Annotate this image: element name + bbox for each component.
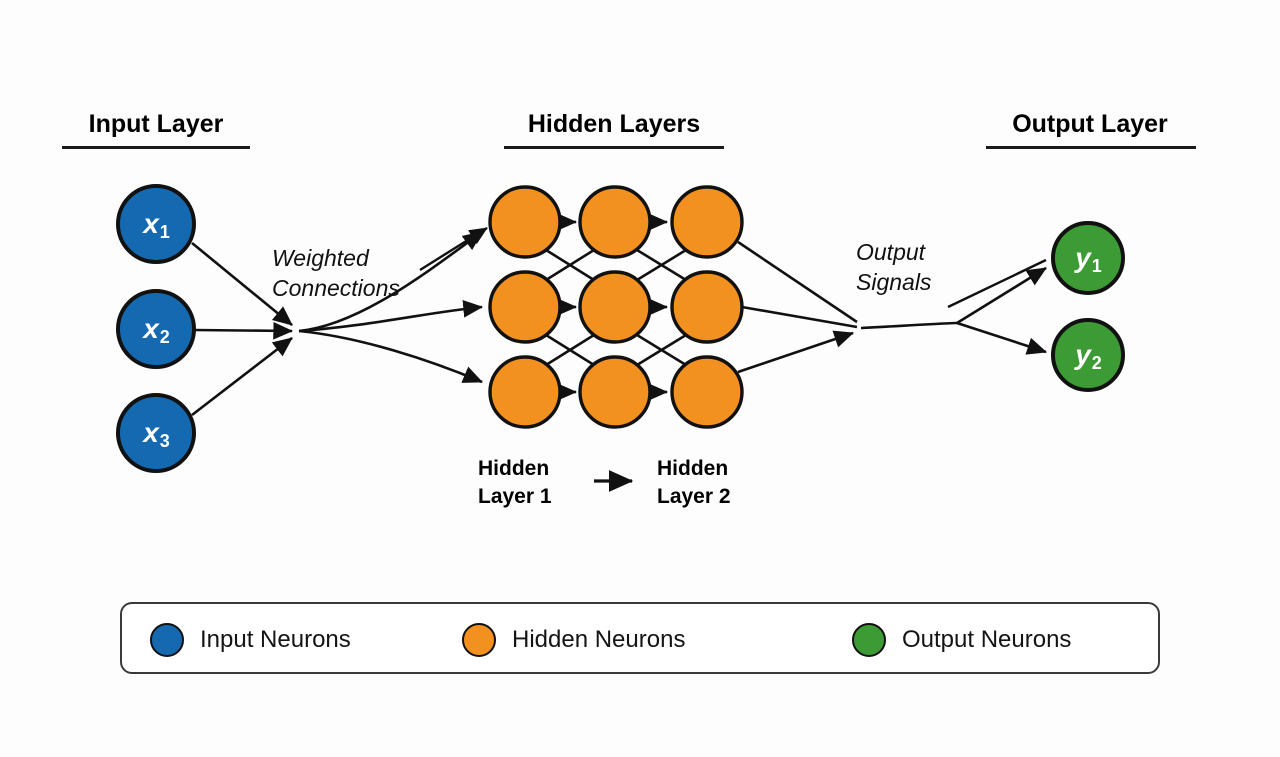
edge-junction-trunk [860,321,958,330]
edge-h12-h21 [545,248,595,282]
annotation-pointer-lines [419,226,1047,309]
hidden-node-c3-r3[interactable] [670,355,744,429]
hidden-layer-1-line1: Hidden [478,457,550,480]
legend-label-input: Input Neurons [200,626,351,653]
heading-output-layer: Output Layer [1012,110,1168,138]
output-signals-pointer-line [947,258,1047,309]
edge-h32-junction [741,305,858,329]
weighted-connections-annotation: Weighted Connections [272,244,400,304]
hidden-node-c2-r2[interactable] [578,270,652,344]
legend-item-hidden[interactable]: Hidden Neurons [462,622,685,658]
edge-x3-junction [191,336,293,417]
hidden-node-c1-r1[interactable] [488,185,562,259]
edge-h31-junction [737,240,858,324]
edge-x1-junction [191,241,293,327]
edge-h23-h32 [636,333,687,367]
hidden-layer-2-caption: Hidden Layer 2 [657,455,731,512]
hidden-node-c1-r2[interactable] [488,270,562,344]
hidden-node-c2-r1[interactable] [578,185,652,259]
heading-input-underline [62,146,250,149]
legend-item-input[interactable]: Input Neurons [150,622,351,658]
hidden-layer-1-caption: Hidden Layer 1 [478,455,552,512]
hidden-layer-1-line2: Layer 1 [478,485,552,509]
hidden-diagonal-edges [545,248,687,367]
legend-swatch-hidden-icon [462,623,496,657]
edge-x2-junction [193,321,294,340]
legend-item-output[interactable]: Output Neurons [852,622,1071,658]
edge-junction-h13 [298,329,483,384]
weighted-connections-line2: Connections [272,274,400,301]
weighted-connections-line1: Weighted [272,245,369,271]
edge-h13-h22 [545,333,595,367]
hidden-node-c3-r2[interactable] [670,270,744,344]
output-node-y2[interactable] [1051,318,1125,392]
edge-junction-y2 [956,321,1047,355]
output-signals-annotation: Output Signals [856,238,931,298]
legend-swatch-output-icon [852,623,886,657]
heading-hidden-layers: Hidden Layers [527,110,701,138]
junction-to-output-edges [860,266,1047,355]
output-signals-line2: Signals [856,268,932,295]
edge-junction-h11 [298,230,483,333]
input-node-circles[interactable] [116,184,196,473]
hidden-node-circles[interactable] [488,185,744,429]
output-signals-line1: Output [856,239,926,265]
edge-junction-h12 [298,299,484,333]
hidden-layer-2-line2: Layer 2 [657,485,731,509]
input-to-junction-edges [191,241,294,417]
hidden-horizontal-edges [559,214,669,400]
hidden-layer-2-line1: Hidden [657,457,729,480]
input-node-x1[interactable] [116,184,196,264]
heading-hidden-underline [504,146,724,149]
edge-h33-junction [737,330,854,374]
legend-swatch-input-icon [150,623,184,657]
legend: Input Neurons Hidden Neurons Output Neur… [120,602,1160,674]
legend-label-output: Output Neurons [902,626,1072,653]
weighted-pointer-line [419,226,488,272]
junction-to-hidden-edges [298,230,484,384]
output-node-circles[interactable] [1051,221,1125,392]
input-node-x2[interactable] [116,289,196,369]
legend-label-hidden: Hidden Neurons [512,626,686,653]
hidden-node-c2-r3[interactable] [578,355,652,429]
heading-output-underline [986,146,1196,149]
hidden-node-c1-r3[interactable] [488,355,562,429]
edge-h22-h31 [636,248,687,282]
edge-junction-y1 [956,266,1047,325]
hidden-to-junction-edges [737,240,858,374]
output-node-y1[interactable] [1051,221,1125,295]
hidden-node-c3-r1[interactable] [670,185,744,259]
input-node-x3[interactable] [116,393,196,473]
heading-input-layer: Input Layer [88,110,224,138]
